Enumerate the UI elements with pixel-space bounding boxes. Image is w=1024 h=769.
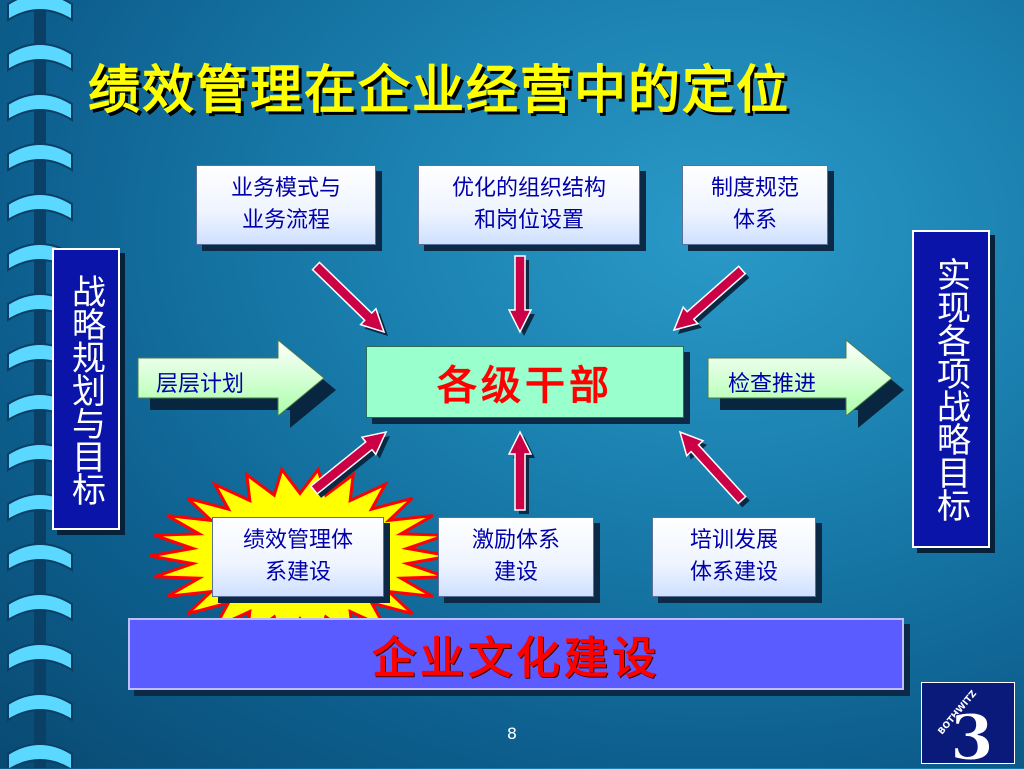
arrow-training-to-center-shadow xyxy=(684,436,750,508)
strategic-goals-box: 实现各项战略目标 xyxy=(912,230,990,548)
system-norms-line1: 制度规范 xyxy=(710,176,799,201)
org-structure-line2: 和岗位设置 xyxy=(473,208,584,233)
arrow-performance-to-center xyxy=(309,430,388,495)
performance-line2: 系建设 xyxy=(264,560,331,585)
spiral-ring xyxy=(7,643,73,672)
system-norms-box: 制度规范体系 xyxy=(682,165,828,245)
spiral-ring xyxy=(7,693,73,722)
arrow-org-to-center-shadow xyxy=(513,260,535,336)
arrow-training-to-center xyxy=(678,430,747,505)
arrow-performance-to-center-shadow xyxy=(314,436,390,498)
arrow-incentive-to-center xyxy=(507,430,533,511)
business-model-box: 业务模式与业务流程 xyxy=(196,165,376,245)
training-system-box: 培训发展体系建设 xyxy=(652,517,816,597)
business-model-line2: 业务流程 xyxy=(241,208,330,233)
spiral-ring xyxy=(7,143,73,172)
slide-title: 绩效管理在企业经营中的定位 xyxy=(88,60,791,121)
spiral-ring xyxy=(7,193,73,222)
spiral-ring xyxy=(7,593,73,622)
training-line1: 培训发展 xyxy=(689,528,778,553)
system-norms-line2: 体系 xyxy=(732,208,777,233)
arrow-business-to-center xyxy=(311,261,386,334)
spiral-ring xyxy=(7,543,73,572)
center-cadres-box: 各级干部 xyxy=(366,346,684,418)
arrow-incentive-to-center-shadow xyxy=(513,436,535,514)
arrow-org-to-center xyxy=(507,255,533,334)
incentive-line2: 建设 xyxy=(493,560,538,585)
spiral-ring xyxy=(7,43,73,72)
corporate-culture-bar: 企业文化建设 xyxy=(128,618,904,690)
business-model-line1: 业务模式与 xyxy=(230,176,341,201)
org-structure-line1: 优化的组织结构 xyxy=(451,176,606,201)
right-arrow-label: 检查推进 xyxy=(728,372,817,397)
page-number: 8 xyxy=(506,724,518,743)
logo-mark-icon: BOTHWITZ 3 xyxy=(937,689,994,769)
incentive-line1: 激励体系 xyxy=(471,528,560,553)
left-arrow-label: 层层计划 xyxy=(156,372,245,397)
arrow-norms-to-center-shadow xyxy=(678,270,750,334)
org-structure-box: 优化的组织结构和岗位设置 xyxy=(418,165,640,245)
performance-management-box: 绩效管理体系建设 xyxy=(212,517,384,597)
spiral-ring xyxy=(7,743,73,768)
company-logo: BOTHWITZ 3 xyxy=(921,682,1015,769)
strategy-planning-box: 战略规划与目标 xyxy=(52,248,120,530)
incentive-system-box: 激励体系建设 xyxy=(438,517,594,597)
spiral-ring xyxy=(7,0,73,22)
spiral-ring xyxy=(7,93,73,122)
performance-line1: 绩效管理体 xyxy=(242,528,353,553)
logo-numeral: 3 xyxy=(950,701,993,765)
training-line2: 体系建设 xyxy=(689,560,778,585)
arrow-business-to-center-shadow xyxy=(316,266,388,336)
arrow-norms-to-center xyxy=(672,265,747,332)
